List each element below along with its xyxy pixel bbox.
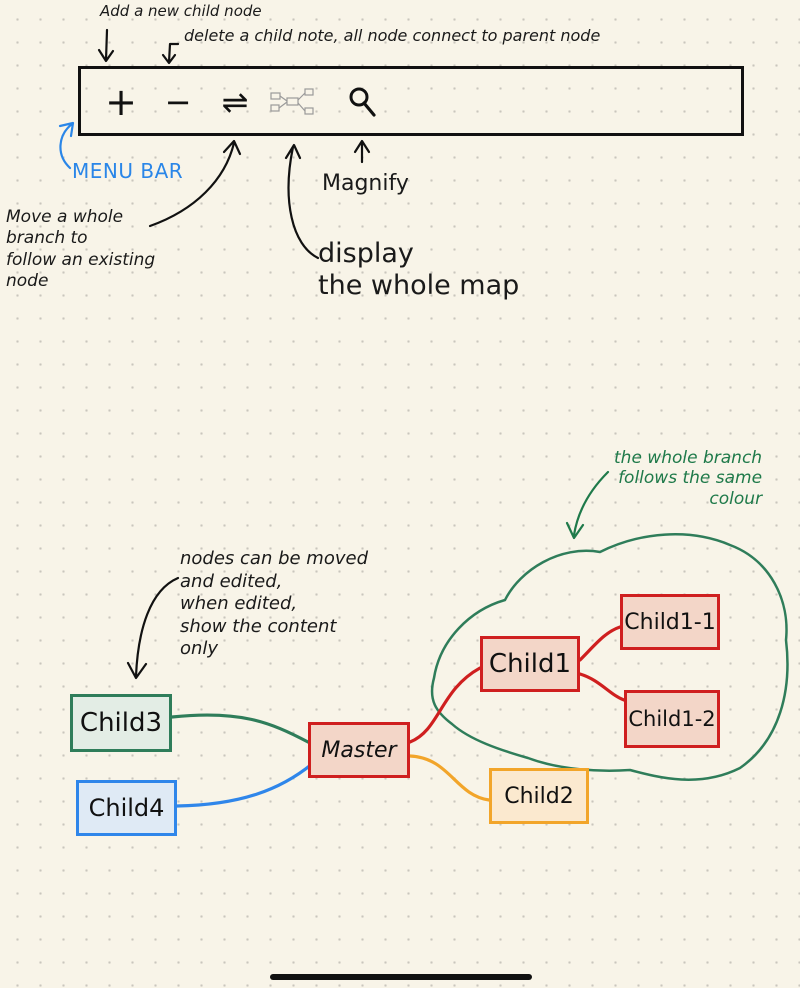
mindmap-icon [270, 88, 314, 115]
nodes-moved-annotation: nodes can be moved and edited, when edit… [180, 548, 368, 659]
link-master-child3 [170, 713, 310, 744]
node-master-label: Master [321, 737, 397, 763]
magnify-button[interactable] [343, 79, 383, 125]
node-child1-1[interactable]: Child1-1 [620, 594, 720, 650]
node-child2[interactable]: Child2 [489, 768, 589, 824]
node-child2-label: Child2 [504, 783, 574, 809]
arrow-add-note [97, 28, 115, 63]
node-child4[interactable]: Child4 [76, 780, 177, 836]
arrow-move-note [148, 139, 242, 228]
minus-icon: − [164, 83, 192, 121]
node-child1-label: Child1 [488, 649, 572, 679]
magnifier-icon [349, 87, 376, 117]
arrow-map-note [284, 143, 320, 260]
menu-bar-annotation: MENU BAR [72, 159, 184, 183]
add-child-button[interactable]: + [101, 79, 141, 125]
menu-bar: + − ⇌ [78, 66, 744, 136]
branch-cloud-outline [430, 533, 789, 781]
move-branch-button[interactable]: ⇌ [213, 79, 257, 125]
node-child3-label: Child3 [79, 708, 163, 738]
link-master-child4 [175, 762, 314, 808]
arrow-nodes-note [126, 576, 180, 680]
node-child1-2-label: Child1-2 [628, 707, 716, 731]
arrow-magnify-note [353, 139, 371, 164]
link-child1-child1-1 [578, 625, 622, 662]
arrow-delete-note [161, 42, 180, 65]
link-master-child2 [408, 754, 491, 802]
delete-child-annotation: delete a child note, all node connect to… [184, 26, 601, 45]
home-indicator[interactable] [270, 974, 532, 980]
arrow-menu-note [58, 121, 75, 170]
display-map-button[interactable] [265, 79, 321, 125]
branch-colour-annotation: the whole branch follows the same colour [614, 448, 763, 509]
node-child1-1-label: Child1-1 [624, 609, 716, 635]
node-child1-2[interactable]: Child1-2 [624, 690, 720, 748]
magnify-annotation: Magnify [322, 171, 409, 196]
node-child3[interactable]: Child3 [70, 694, 172, 752]
delete-child-button[interactable]: − [161, 79, 195, 125]
link-child1-child1-2 [578, 672, 626, 702]
plus-icon: + [105, 80, 137, 124]
link-master-child1 [408, 666, 482, 744]
node-child1[interactable]: Child1 [480, 636, 580, 692]
add-child-annotation: Add a new child node [100, 2, 262, 20]
arrow-branch-note [565, 470, 610, 540]
swap-arrows-icon: ⇌ [221, 83, 249, 121]
display-map-annotation: display the whole map [318, 238, 520, 302]
node-master[interactable]: Master [308, 722, 410, 778]
move-branch-annotation: Move a whole branch to follow an existin… [6, 207, 156, 291]
node-child4-label: Child4 [88, 794, 165, 822]
